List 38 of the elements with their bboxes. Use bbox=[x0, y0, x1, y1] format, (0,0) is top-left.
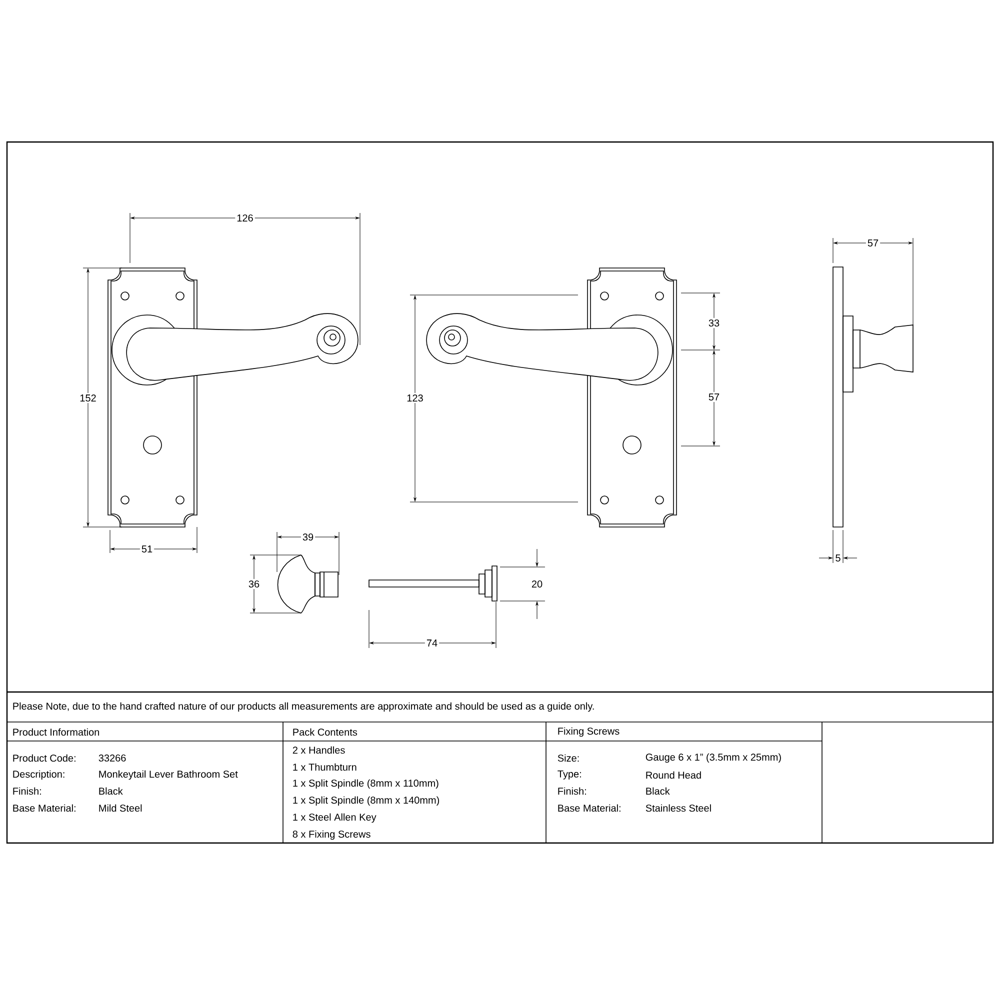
dimension-label: 126 bbox=[235, 212, 255, 224]
field-label: Finish: bbox=[13, 787, 41, 795]
dimension-label: 74 bbox=[424, 638, 440, 648]
field-value: Gauge 6 x 1” (3.5mm x 25mm) bbox=[646, 753, 781, 763]
dimension-label: 57 bbox=[866, 238, 880, 248]
field-value: Black bbox=[99, 787, 123, 795]
field-label: Description: bbox=[13, 770, 64, 780]
list-item: 2 x Handles bbox=[292, 746, 345, 754]
field-value: Stainless Steel bbox=[646, 804, 711, 812]
dimension-label: 51 bbox=[140, 544, 154, 554]
dimension-label: 5 bbox=[834, 553, 842, 563]
field-value: Monkeytail Lever Bathroom Set bbox=[99, 770, 238, 780]
field-label: Size: bbox=[558, 754, 579, 762]
list-item: 1 x Split Spindle (8mm x 140mm) bbox=[293, 796, 440, 806]
list-item: 1 x Steel Allen Key bbox=[293, 813, 376, 823]
field-label: Type: bbox=[558, 770, 581, 780]
list-item: 1 x Thumbturn bbox=[293, 763, 356, 771]
table-header: Pack Contents bbox=[293, 728, 358, 736]
note-text: Please Note, due to the hand crafted nature of our products all measurements are approximate and should be used as a guide only. bbox=[13, 702, 594, 712]
list-item: 1 x Split Spindle (8mm x 110mm) bbox=[293, 779, 438, 789]
field-value: 33266 bbox=[98, 754, 126, 762]
table-header: Fixing Screws bbox=[558, 727, 620, 737]
field-label: Finish: bbox=[558, 787, 586, 795]
field-label: Base Material: bbox=[558, 804, 620, 812]
field-label: Base Material: bbox=[13, 804, 76, 812]
list-item: 8 x Fixing Screws bbox=[292, 830, 370, 840]
dimension-label: 152 bbox=[78, 392, 98, 404]
dimension-label: 57 bbox=[706, 392, 722, 402]
field-value: Mild Steel bbox=[99, 804, 142, 812]
dimension-label: 123 bbox=[405, 392, 425, 404]
field-value: Black bbox=[646, 787, 670, 795]
dimension-label: 20 bbox=[530, 578, 544, 590]
dimension-label: 33 bbox=[706, 318, 722, 328]
table-header: Product Information bbox=[13, 728, 99, 736]
field-value: Round Head bbox=[646, 771, 701, 779]
dimension-label: 39 bbox=[300, 532, 316, 542]
dimension-label: 36 bbox=[246, 578, 262, 590]
field-label: Product Code: bbox=[13, 754, 76, 762]
